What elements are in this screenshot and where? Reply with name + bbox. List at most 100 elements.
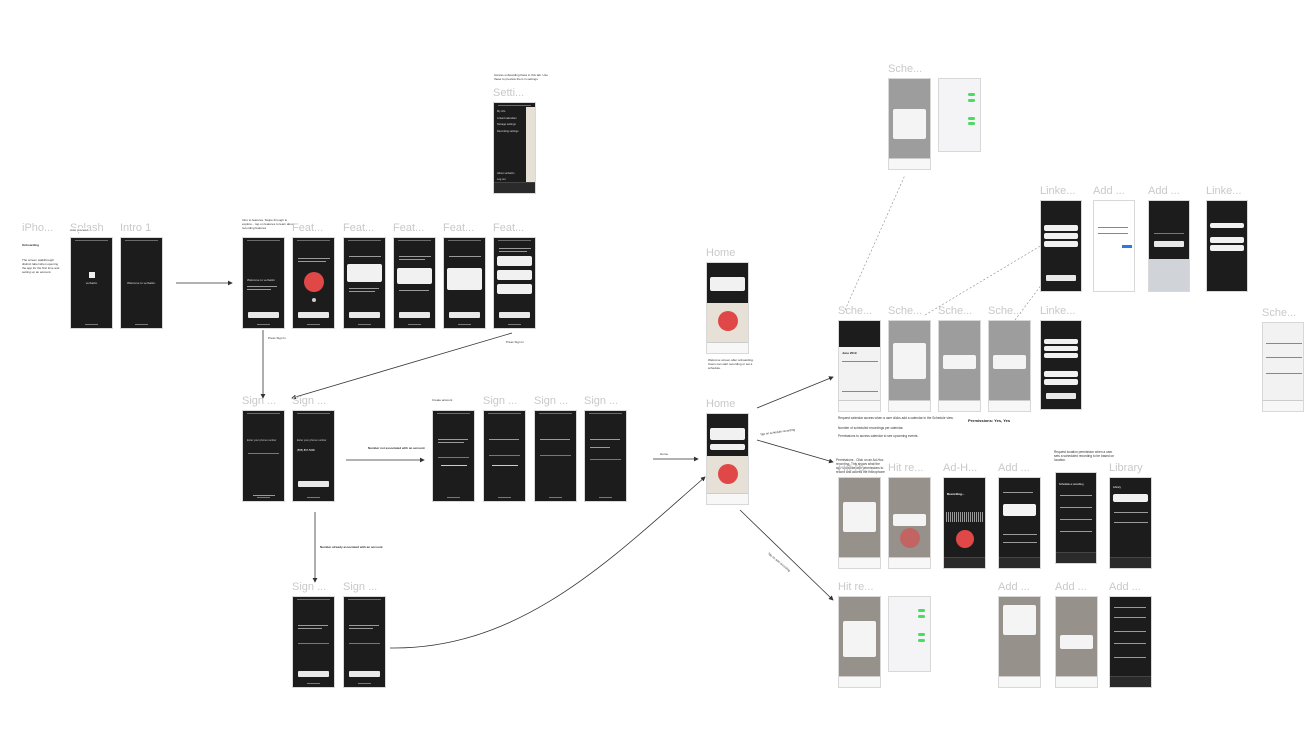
- frame-sign-8[interactable]: Sign ...: [343, 581, 386, 688]
- tab-bar[interactable]: [999, 557, 1040, 568]
- frame-sign-3[interactable]: Create account: [432, 398, 475, 502]
- frame-add-3[interactable]: Add ...: [998, 581, 1041, 688]
- name-input[interactable]: [437, 451, 470, 458]
- frame-schedule-2[interactable]: Sche...: [888, 305, 931, 412]
- alert-modal[interactable]: [893, 514, 926, 526]
- frame-sign-6[interactable]: Sign ...: [584, 395, 627, 502]
- next-button[interactable]: [1122, 245, 1132, 248]
- stop-button[interactable]: [956, 530, 974, 548]
- done-button[interactable]: [1045, 393, 1077, 399]
- permissions-modal[interactable]: [893, 109, 926, 139]
- settings-item[interactable]: Storage settings: [497, 123, 516, 126]
- frame-iphone[interactable]: iPho...: [22, 222, 62, 238]
- permissions-modal[interactable]: [1003, 605, 1036, 635]
- tab-bar[interactable]: [1110, 676, 1151, 687]
- tab-bar[interactable]: [889, 557, 930, 568]
- email-input[interactable]: [589, 453, 622, 460]
- tab-bar[interactable]: [839, 400, 880, 411]
- settings-item[interactable]: Linked calendars: [497, 116, 517, 120]
- frame-schedule-right[interactable]: Sche...: [1262, 307, 1304, 412]
- frame-intro-welcome[interactable]: Welcome to verbatim: [242, 237, 285, 329]
- phone-input[interactable]: [247, 447, 280, 454]
- next-button[interactable]: [297, 481, 330, 487]
- frame-sign-7[interactable]: Sign ...: [292, 581, 335, 688]
- next-button[interactable]: [297, 671, 330, 677]
- settings-item[interactable]: About verbatim: [497, 172, 515, 175]
- frame-splash[interactable]: Splash verbatim Auto proceed: [70, 222, 113, 329]
- permissions-modal[interactable]: [843, 502, 876, 532]
- tab-bar[interactable]: [1110, 557, 1151, 568]
- tab-bar[interactable]: [494, 182, 535, 193]
- frame-linked-2[interactable]: Linke...: [1206, 185, 1248, 292]
- frame-ios-settings-mic[interactable]: [888, 596, 931, 672]
- settings-menu[interactable]: My info Linked calendars Storage setting…: [497, 109, 525, 135]
- frame-settings[interactable]: Setti... My info Linked calendars Storag…: [493, 87, 536, 194]
- frame-home-1[interactable]: Home: [706, 247, 749, 354]
- frame-hit-record-1[interactable]: Hit re...: [838, 462, 881, 569]
- continue-button[interactable]: [348, 671, 381, 677]
- name-input[interactable]: [539, 449, 572, 456]
- tab-bar[interactable]: [839, 676, 880, 687]
- alert-modal[interactable]: [1060, 635, 1093, 649]
- keyboard[interactable]: [1149, 259, 1189, 291]
- frame-sign-5[interactable]: Sign ...: [534, 395, 577, 502]
- frame-add-1[interactable]: Add ...: [998, 462, 1041, 569]
- frame-add-5[interactable]: Add ...: [1109, 581, 1152, 688]
- frame-add-calendar-2[interactable]: Add ...: [1148, 185, 1190, 292]
- frame-hit-record-3[interactable]: Hit re...: [838, 581, 881, 688]
- done-button[interactable]: [1045, 275, 1077, 281]
- tab-bar[interactable]: [944, 557, 985, 568]
- frame-feature-4[interactable]: Feat...: [443, 222, 486, 329]
- frame-feature-2[interactable]: Feat...: [343, 222, 386, 329]
- frame-schedule-1[interactable]: Sche... June 2019: [838, 305, 881, 412]
- tab-bar[interactable]: [1056, 676, 1097, 687]
- sign-in-button[interactable]: [398, 312, 431, 318]
- code-input[interactable]: [348, 637, 381, 644]
- frame-feature-5[interactable]: Feat...: [493, 222, 536, 329]
- alert-modal[interactable]: [993, 355, 1026, 369]
- frame-feature-1[interactable]: Feat...: [292, 222, 335, 329]
- code-input[interactable]: [297, 637, 330, 644]
- settings-item[interactable]: Recording settings: [497, 129, 519, 133]
- frame-sign-2[interactable]: Sign ... Enter your phone number (555) 8…: [292, 395, 335, 502]
- frame-sign-4[interactable]: Sign ...: [483, 395, 526, 502]
- frame-linked-3[interactable]: Linke...: [1040, 305, 1082, 410]
- frame-home-2[interactable]: Home: [706, 398, 749, 505]
- phone-value[interactable]: (555) 867-5309: [297, 449, 315, 452]
- settings-item[interactable]: Log out: [497, 178, 506, 181]
- frame-library[interactable]: Library Library: [1109, 462, 1152, 569]
- frame-add-calendar-1[interactable]: Add ...: [1093, 185, 1135, 292]
- frame-hit-record-2[interactable]: Hit re...: [888, 462, 931, 569]
- frame-add-2[interactable]: Schedule a recording: [1055, 472, 1097, 564]
- tab-bar[interactable]: [1263, 400, 1303, 411]
- frame-adhoc[interactable]: Ad-H... Recording...: [943, 462, 986, 569]
- permissions-modal[interactable]: [843, 621, 876, 657]
- sign-in-button[interactable]: [498, 312, 531, 318]
- tab-bar[interactable]: [1056, 552, 1096, 563]
- frame-sign-1[interactable]: Sign ... Enter your phone number: [242, 395, 285, 502]
- frame-intro-1[interactable]: Intro 1 Welcome to verbatim.: [120, 222, 163, 329]
- code-input[interactable]: [488, 449, 521, 456]
- frame-schedule-3[interactable]: Sche...: [938, 305, 981, 412]
- frame-schedule-4[interactable]: Sche...: [988, 305, 1031, 412]
- sign-in-button[interactable]: [348, 312, 381, 318]
- sign-in-button[interactable]: [448, 312, 481, 318]
- frame-schedule-top[interactable]: Sche...: [888, 63, 931, 170]
- record-button[interactable]: [718, 464, 738, 484]
- tab-bar[interactable]: [707, 342, 748, 353]
- record-button[interactable]: [718, 311, 738, 331]
- sign-in-button[interactable]: [297, 312, 330, 318]
- alert-modal[interactable]: [943, 355, 976, 369]
- sign-in-button[interactable]: [247, 312, 280, 318]
- frame-add-4[interactable]: Add ...: [1055, 581, 1098, 688]
- tab-bar[interactable]: [707, 493, 748, 504]
- tab-bar[interactable]: [999, 676, 1040, 687]
- alert-modal[interactable]: [1003, 504, 1036, 516]
- tab-bar[interactable]: [889, 400, 930, 411]
- tab-bar[interactable]: [939, 400, 980, 411]
- settings-item[interactable]: My info: [497, 110, 506, 113]
- frame-linked-1[interactable]: Linke...: [1040, 185, 1082, 292]
- permissions-modal[interactable]: [893, 343, 926, 379]
- tab-bar[interactable]: [989, 400, 1030, 411]
- frame-ios-settings-calendar[interactable]: [938, 78, 981, 152]
